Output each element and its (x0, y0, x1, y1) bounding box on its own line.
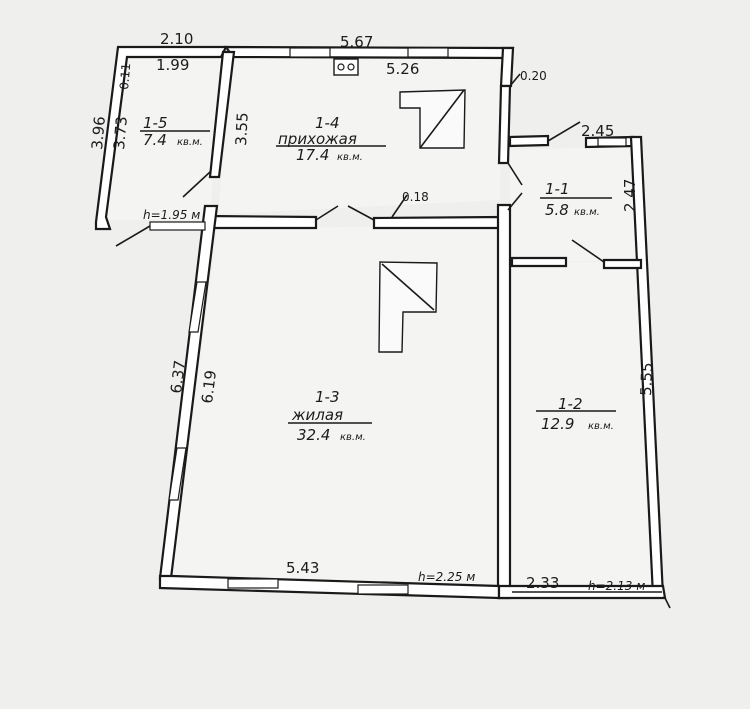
dim-living-bottom: 5.43 (286, 559, 319, 577)
chimney-icon (378, 261, 438, 353)
room-1-2-area: 12.9 (541, 415, 574, 433)
dim-room2-bottom: 2.33 (526, 574, 559, 592)
window-left-2 (168, 447, 187, 501)
room-1-1-area: 5.8 (545, 201, 569, 219)
door-1-3-b (347, 205, 375, 221)
door-hall-1-5 (182, 171, 211, 198)
room-1-5-unit: кв.м. (177, 137, 203, 148)
room-1-4-unit: кв.м. (337, 152, 363, 163)
room-1-3-id: 1-3 (315, 388, 340, 406)
dim-partition: 0.18 (402, 190, 429, 204)
dim-room2-right: 5.55 (637, 362, 656, 396)
room-1-3-type: жилая (291, 406, 343, 424)
window-bottom-1 (227, 578, 279, 589)
dim-top-center-outer: 5.67 (340, 33, 373, 51)
door-1-1-top (547, 121, 581, 142)
room-1-3-area: 32.4 (297, 426, 330, 444)
door-1-1-upper (507, 162, 523, 186)
room-labels: 1-5 7.4 кв.м. 1-4 прихожая 17.4 кв.м. 1-… (140, 114, 616, 444)
dim-left-small-inner: 3.73 (110, 116, 131, 151)
room-1-3-unit: кв.м. (340, 432, 366, 443)
height-note-3: h=2.13 м (588, 579, 645, 593)
room-1-2-id: 1-2 (558, 395, 583, 413)
room-1-4-id: 1-4 (315, 114, 340, 132)
dim-top-left-outer: 2.10 (160, 30, 193, 48)
height-notes: h=1.95 м h=2.25 м h=2.13 м (143, 208, 645, 593)
room-1-1-unit: кв.м. (574, 207, 600, 218)
door-entry-left (115, 225, 151, 247)
window-bottom-2 (357, 584, 409, 595)
height-note-2: h=2.25 м (418, 570, 475, 584)
window-right-top (597, 137, 627, 147)
dim-right-top-vertical: 2.47 (621, 179, 639, 212)
dim-living-left-inner: 6.19 (198, 369, 220, 404)
room-1-5-area: 7.4 (143, 131, 167, 149)
room-1-1-id: 1-1 (545, 180, 570, 198)
window-left-1 (188, 281, 207, 333)
dim-right-top: 2.45 (581, 122, 614, 140)
doors (115, 73, 605, 263)
room-1-4-type: прихожая (278, 130, 357, 148)
dim-wall-thickness-right: 0.20 (520, 69, 547, 83)
dim-hall-left: 3.55 (232, 112, 252, 146)
dim-top-center-inner: 5.26 (386, 60, 419, 78)
window-top-2 (407, 47, 449, 58)
door-1-3-a (315, 205, 339, 221)
fixtures (333, 58, 466, 353)
stove-icon (333, 58, 359, 76)
height-note-1: h=1.95 м (143, 208, 200, 222)
room-1-4-area: 17.4 (296, 146, 329, 164)
dim-left-small-outer: 3.96 (88, 116, 109, 151)
dim-living-left-outer: 6.37 (167, 359, 189, 394)
dimension-labels: 2.10 1.99 5.67 5.26 0.20 2.45 2.47 0.11 … (88, 30, 656, 592)
windows (168, 47, 627, 595)
room-1-2-unit: кв.м. (588, 421, 614, 432)
dim-top-left-inner: 1.99 (156, 56, 189, 74)
room-1-5-id: 1-5 (143, 114, 168, 132)
door-1-2 (571, 239, 605, 263)
dim-wall-inner: 0.11 (117, 62, 133, 90)
window-top-1 (289, 47, 331, 58)
door-1-1-lower (507, 192, 523, 211)
